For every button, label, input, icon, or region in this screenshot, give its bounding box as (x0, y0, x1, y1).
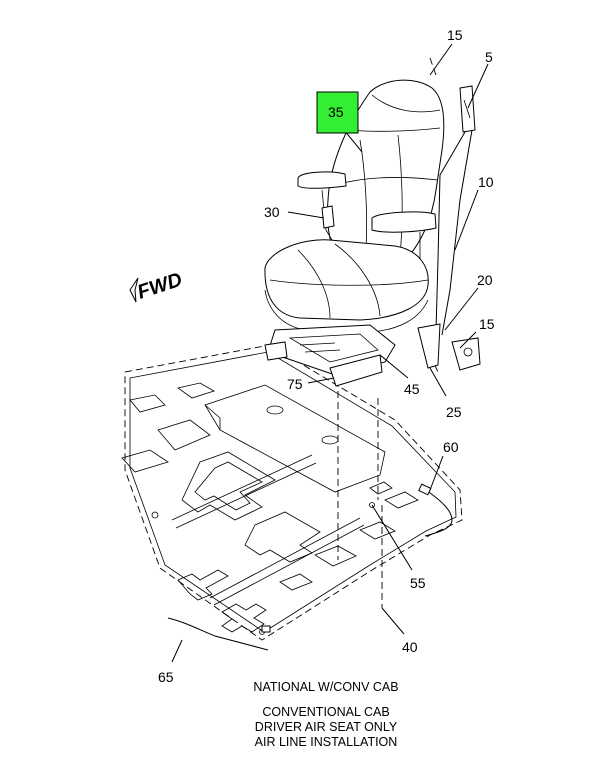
callout-10[interactable]: 10 (478, 174, 494, 190)
diagram-caption: NATIONAL W/CONV CAB CONVENTIONAL CAB DRI… (253, 680, 398, 749)
callout-75[interactable]: 75 (287, 376, 303, 392)
caption-line-1: NATIONAL W/CONV CAB (253, 680, 398, 694)
callout-5[interactable]: 5 (485, 49, 493, 65)
forward-arrow-icon (129, 277, 139, 303)
callout-40[interactable]: 40 (402, 639, 418, 655)
leader-lines (171, 43, 489, 663)
air-line-routing (167, 483, 453, 651)
caption-line-2: CONVENTIONAL CAB (262, 705, 389, 719)
forward-direction-indicator: FWD (129, 269, 185, 304)
callout-55[interactable]: 55 (410, 575, 426, 591)
fwd-label: FWD (135, 269, 185, 304)
callout-65[interactable]: 65 (158, 669, 174, 685)
callout-60[interactable]: 60 (443, 439, 459, 455)
callout-45[interactable]: 45 (404, 381, 420, 397)
callout-35[interactable]: 35 (328, 104, 344, 120)
seat-belt-assembly (417, 85, 481, 371)
cab-floor-panel (121, 344, 463, 641)
caption-line-4: AIR LINE INSTALLATION (255, 735, 398, 749)
callout-30[interactable]: 30 (264, 204, 280, 220)
callout-15-top[interactable]: 15 (447, 27, 463, 43)
callout-20[interactable]: 20 (477, 272, 493, 288)
air-seat-assembly (264, 79, 445, 387)
highlight-box-35[interactable] (316, 91, 359, 134)
callout-25[interactable]: 25 (446, 404, 462, 420)
caption-line-3: DRIVER AIR SEAT ONLY (255, 720, 398, 734)
callout-15-bottom[interactable]: 15 (479, 316, 495, 332)
